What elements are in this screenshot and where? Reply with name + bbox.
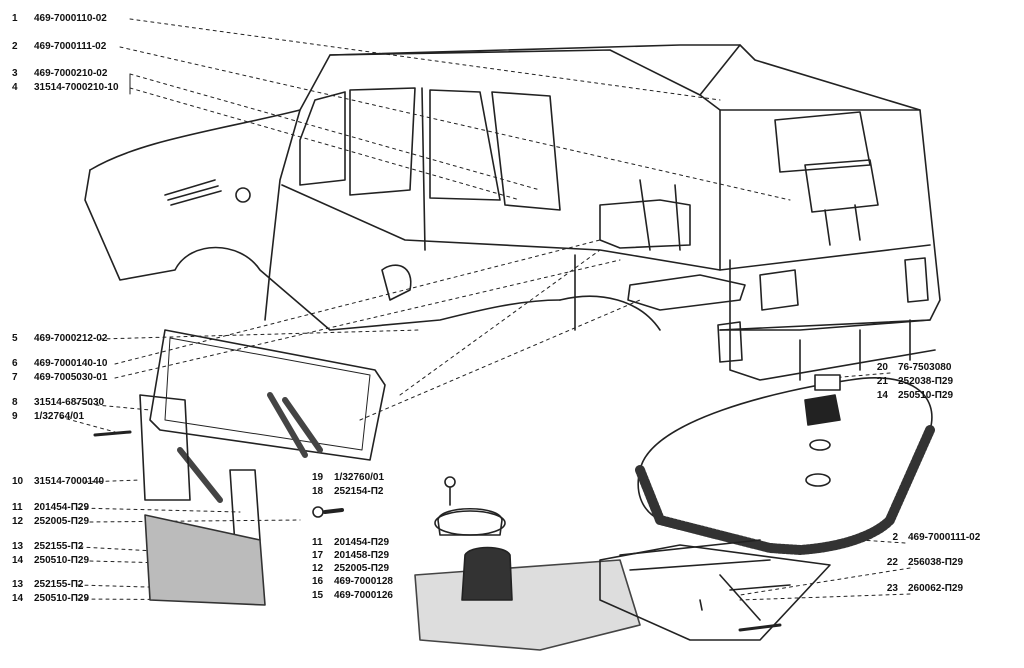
callout-3: 3 469-7000210-02 [12, 68, 107, 80]
part-number: 31514-7000210-10 [34, 82, 119, 93]
callout-12: 12 252005-П29 [12, 516, 89, 528]
callout-2: 2 469-7000111-02 [12, 41, 106, 53]
part-number: 1/32760/01 [334, 472, 385, 483]
seat-back-cushion [93, 329, 386, 606]
seat-mount-parts [312, 476, 641, 651]
callout-number: 14 [876, 390, 888, 401]
callout-number: 5 [12, 333, 18, 344]
part-number: 469-7000212-02 [34, 333, 108, 344]
part-number: 256038-П29 [908, 557, 964, 568]
callout-11-mid: 11 201454-П29 [312, 537, 389, 549]
callout-18: 18 252154-П2 [312, 486, 383, 498]
callout-number: 12 [312, 563, 324, 574]
callout-number: 2 [892, 532, 898, 543]
seat-cushion-right [599, 374, 935, 641]
callout-20: 20 76-7503080 [862, 362, 952, 374]
part-number: 469-7000126 [334, 590, 393, 601]
part-number: 252155-П2 [34, 579, 84, 590]
callout-22: 22 256038-П29 [872, 557, 963, 569]
part-number: 469-7000111-02 [34, 41, 107, 52]
part-number: 201458-П29 [334, 550, 390, 561]
callout-23: 23 260062-П29 [872, 583, 963, 595]
part-number: 252154-П2 [334, 486, 384, 497]
part-number: 31514-6875030 [34, 397, 105, 408]
callout-number: 20 [876, 362, 888, 373]
callout-number: 6 [12, 358, 18, 369]
callout-number: 13 [12, 541, 24, 552]
callout-number: 4 [12, 82, 18, 93]
part-number: 250510-П29 [34, 593, 90, 604]
part-number: 76-7503080 [898, 362, 952, 373]
callout-11: 11 201454-П29 [12, 502, 89, 514]
part-number: 201454-П29 [34, 502, 90, 513]
callout-number: 23 [886, 583, 898, 594]
callout-number: 14 [12, 555, 24, 566]
callout-number: 16 [312, 576, 324, 587]
callout-number: 12 [12, 516, 24, 527]
callout-number: 14 [12, 593, 24, 604]
callout-number: 18 [312, 486, 324, 497]
callout-number: 22 [886, 557, 898, 568]
callout-16: 16 469-7000128 [312, 576, 393, 588]
part-number: 469-7000128 [334, 576, 393, 587]
callout-number: 1 [12, 13, 18, 24]
part-number: 31514-7000140 [34, 476, 105, 487]
part-number: 469-7005030-01 [34, 372, 108, 383]
callout-1: 1 469-7000110-02 [12, 13, 107, 25]
callout-12-mid: 12 252005-П29 [312, 563, 389, 575]
part-number: 252005-П29 [34, 516, 90, 527]
callout-19: 19 1/32760/01 [312, 472, 384, 484]
part-number: 201454-П29 [334, 537, 390, 548]
callout-13: 13 252155-П2 [12, 541, 83, 553]
callout-21: 21 252038-П29 [862, 376, 953, 388]
callout-2-right: 2 469-7000111-02 [872, 532, 980, 544]
callout-number: 13 [12, 579, 24, 590]
callout-14-right: 14 250510-П29 [862, 390, 953, 402]
part-number: 252038-П29 [898, 376, 954, 387]
part-number: 260062-П29 [908, 583, 964, 594]
callout-number: 15 [312, 590, 324, 601]
part-number: 469-7000110-02 [34, 13, 107, 24]
callout-6: 6 469-7000140-10 [12, 358, 107, 370]
callout-7: 7 469-7005030-01 [12, 372, 107, 384]
part-number: 1/32764/01 [34, 411, 85, 422]
callout-number: 10 [12, 476, 24, 487]
callout-13b: 13 252155-П2 [12, 579, 83, 591]
part-number: 469-7000140-10 [34, 358, 108, 369]
vehicle-body [59, 18, 941, 601]
callout-number: 3 [12, 68, 18, 79]
callout-9: 9 1/32764/01 [12, 411, 84, 423]
callout-5: 5 469-7000212-02 [12, 333, 107, 345]
callout-4: 4 31514-7000210-10 [12, 82, 119, 94]
callout-number: 11 [312, 537, 323, 548]
part-number: 469-7000210-02 [34, 68, 108, 79]
callout-14: 14 250510-П29 [12, 555, 89, 567]
part-number: 250510-П29 [898, 390, 954, 401]
callout-14b: 14 250510-П29 [12, 593, 89, 605]
part-number: 469-7000111-02 [908, 532, 981, 543]
callout-10: 10 31514-7000140 [12, 476, 104, 488]
part-number: 252005-П29 [334, 563, 390, 574]
callout-number: 11 [12, 502, 23, 513]
part-number: 252155-П2 [34, 541, 84, 552]
callout-number: 17 [312, 550, 324, 561]
callout-number: 8 [12, 397, 18, 408]
callout-number: 9 [12, 411, 18, 422]
callout-15: 15 469-7000126 [312, 590, 393, 602]
callout-number: 19 [312, 472, 324, 483]
callout-17: 17 201458-П29 [312, 550, 389, 562]
callout-number: 21 [876, 376, 888, 387]
callout-number: 7 [12, 372, 18, 383]
part-number: 250510-П29 [34, 555, 90, 566]
callout-number: 2 [12, 41, 18, 52]
callout-8: 8 31514-6875030 [12, 397, 104, 409]
